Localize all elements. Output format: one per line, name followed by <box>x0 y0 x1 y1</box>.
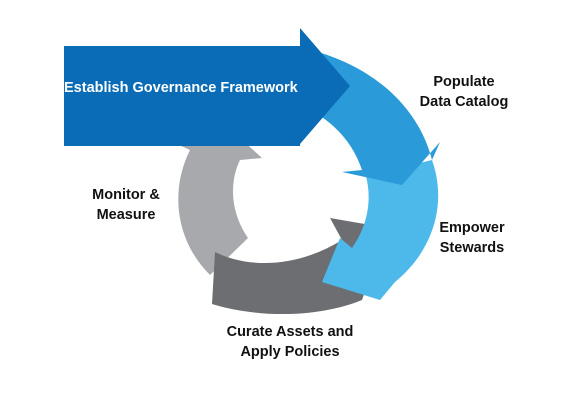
empower-segment <box>322 160 439 300</box>
framework-arrow <box>64 28 350 146</box>
curate-label-line1: Curate Assets and <box>227 324 354 340</box>
populate-label-line1: Populate <box>433 74 494 90</box>
curate-label-line2: Apply Policies <box>240 344 339 360</box>
populate-label-line2: Data Catalog <box>420 94 509 110</box>
monitor-segment <box>168 118 262 275</box>
monitor-label-line1: Monitor & <box>92 187 160 203</box>
empower-label-line2: Stewards <box>440 240 504 256</box>
empower-label-line1: Empower <box>439 220 505 236</box>
framework-label: Establish Governance Framework <box>64 80 299 96</box>
monitor-label-line2: Measure <box>97 207 156 223</box>
